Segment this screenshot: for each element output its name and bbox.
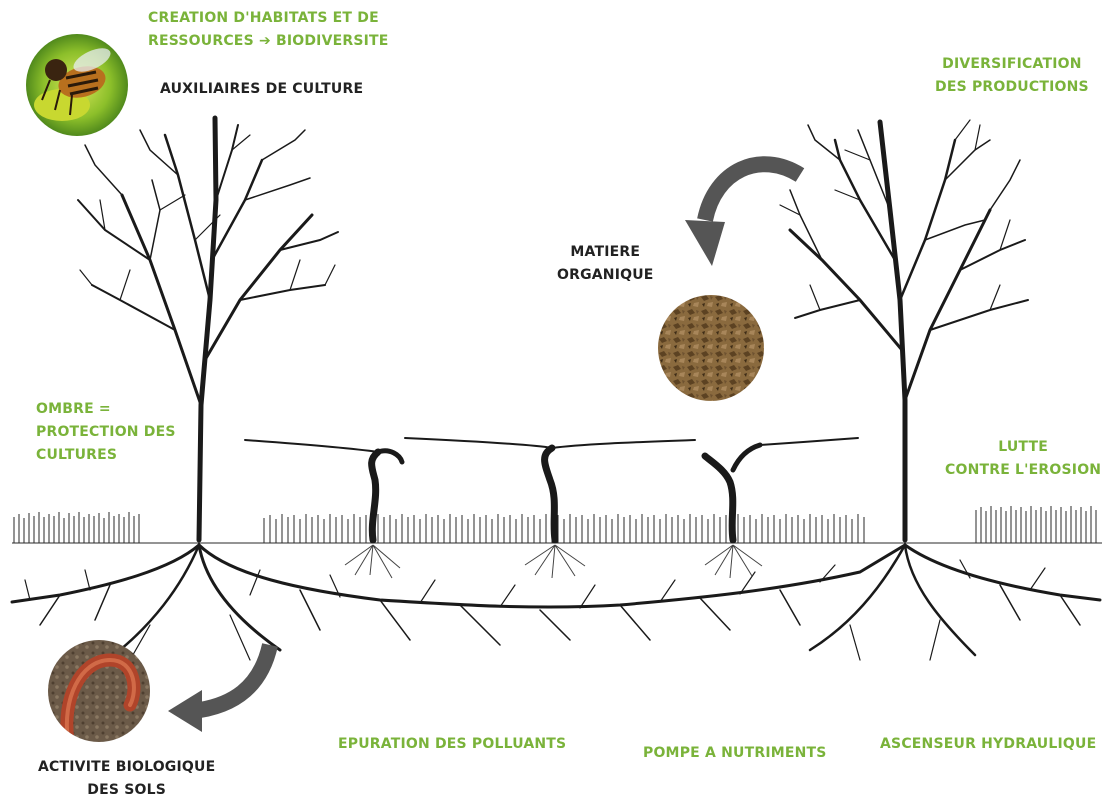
lutte-erosion-label: LUTTE CONTRE L'EROSION: [945, 436, 1101, 482]
root-system: [12, 545, 1100, 660]
diversification-line1: DIVERSIFICATION: [935, 53, 1089, 76]
habitats-line1: CREATION D'HABITATS ET DE: [148, 7, 389, 30]
bee-icon: [26, 34, 128, 136]
pompe-label: POMPE A NUTRIMENTS: [643, 742, 827, 765]
habitats-line2: RESSOURCES ➔ BIODIVERSITE: [148, 30, 389, 53]
habitats-label: CREATION D'HABITATS ET DE RESSOURCES ➔ B…: [148, 7, 389, 53]
activite-biologique-label: ACTIVITE BIOLOGIQUE DES SOLS: [38, 756, 215, 802]
matiere-organique-label: MATIERE ORGANIQUE: [557, 241, 654, 287]
auxiliaires-label: AUXILIAIRES DE CULTURE: [160, 78, 363, 101]
diversification-label: DIVERSIFICATION DES PRODUCTIONS: [935, 53, 1089, 99]
ombre-line3: CULTURES: [36, 444, 176, 467]
matiere-line1: MATIERE: [557, 241, 654, 264]
activite-line2: DES SOLS: [38, 779, 215, 802]
lutte-line1: LUTTE: [945, 436, 1101, 459]
ombre-line1: OMBRE =: [36, 398, 176, 421]
habitats-line2-prefix: RESSOURCES: [148, 33, 254, 49]
vine-roots: [345, 545, 762, 578]
left-tree: [78, 118, 338, 540]
ombre-line2: PROTECTION DES: [36, 421, 176, 444]
vines: [245, 438, 858, 540]
ascenseur-label: ASCENSEUR HYDRAULIQUE: [880, 733, 1096, 756]
soil-arrow-icon: [168, 645, 270, 732]
ombre-label: OMBRE = PROTECTION DES CULTURES: [36, 398, 176, 467]
activite-line1: ACTIVITE BIOLOGIQUE: [38, 756, 215, 779]
epuration-label: EPURATION DES POLLUANTS: [338, 733, 566, 756]
habitats-line2-suffix: BIODIVERSITE: [276, 33, 389, 49]
matiere-line2: ORGANIQUE: [557, 264, 654, 287]
recycling-arrow-icon: [685, 164, 800, 266]
lutte-line2: CONTRE L'EROSION: [945, 459, 1101, 482]
diversification-line2: DES PRODUCTIONS: [935, 76, 1089, 99]
organic-matter-icon: [658, 295, 764, 401]
earthworm-icon: [48, 640, 150, 742]
right-arrow-icon: ➔: [259, 33, 271, 49]
